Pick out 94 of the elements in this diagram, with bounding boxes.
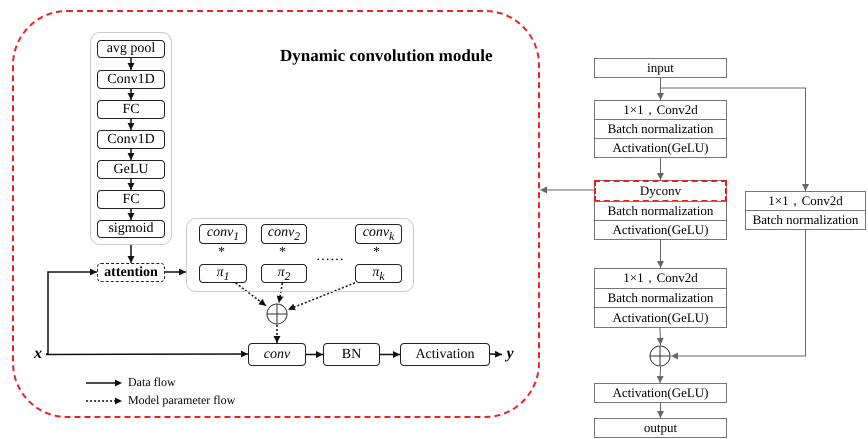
operator-symbol: * — [373, 245, 380, 261]
process-box — [97, 100, 165, 119]
arrow — [165, 268, 186, 276]
arrow — [490, 350, 502, 358]
layer-label: Batch normalization — [746, 210, 865, 229]
summation-symbol — [266, 303, 288, 325]
process-box — [97, 40, 165, 58]
variable-label: x — [30, 343, 46, 365]
process-box — [355, 264, 402, 283]
arrow — [660, 78, 809, 192]
arrow — [670, 230, 806, 360]
highlighted-layer-label: Dyconv — [594, 180, 727, 202]
layer-label: Activation(GeLU) — [595, 138, 726, 157]
arrow — [128, 119, 134, 130]
layer-label: output — [644, 420, 678, 436]
arrow — [46, 268, 97, 355]
process-box — [594, 58, 727, 78]
module-title: Dynamic convolution module — [280, 46, 493, 66]
variable-label: y — [502, 343, 518, 365]
module-frame — [12, 10, 540, 418]
layer-label: sigmoid — [108, 221, 154, 237]
layer-label: BN — [342, 346, 362, 362]
process-box — [594, 383, 727, 403]
group-panel — [90, 32, 172, 245]
layer-label: Batch normalization — [595, 119, 726, 138]
arrow — [128, 179, 134, 190]
summation-symbol — [649, 345, 671, 367]
operator-symbol: * — [279, 245, 286, 261]
layer-label: Activation — [415, 346, 475, 362]
layer-label: input — [647, 60, 674, 76]
arrow — [657, 402, 664, 418]
layer-block — [594, 100, 727, 158]
arrow — [380, 351, 400, 358]
layer-label: π$_{1}$ — [216, 264, 230, 282]
process-box — [97, 70, 165, 89]
dotted-arrow — [235, 282, 266, 306]
layer-label: Conv1D — [107, 132, 155, 148]
layer-label: Conv1D — [107, 72, 155, 88]
layer-label: Batch normalization — [595, 201, 726, 220]
arrow — [128, 149, 134, 160]
arrow — [657, 240, 664, 268]
layer-label: FC — [122, 102, 140, 118]
layer-label: π$_{2}$ — [278, 264, 290, 282]
layer-block — [594, 180, 727, 240]
attention-label: attention — [104, 264, 158, 280]
arrow — [46, 350, 248, 358]
arrow — [128, 89, 134, 100]
operator-symbol: …… — [316, 249, 344, 265]
process-box — [261, 264, 307, 283]
layer-label: conv$_{1}$ — [206, 225, 240, 243]
operator-symbol: * — [218, 245, 225, 261]
process-box — [97, 130, 165, 149]
layer-label: conv$_{2}$ — [268, 225, 300, 243]
arrow — [656, 366, 664, 384]
arrow — [540, 186, 594, 194]
legend-label: Data flow — [128, 375, 176, 390]
arrow — [656, 328, 664, 346]
layer-label: conv — [264, 346, 290, 362]
arrow — [128, 245, 134, 263]
arrow — [128, 209, 134, 220]
layer-label: Activation(GeLU) — [595, 307, 726, 328]
layer-label: π$_{k}$ — [372, 264, 385, 282]
layer-label: 1×1，Conv2d — [622, 101, 699, 119]
dotted-arrow — [288, 282, 356, 310]
layer-label: FC — [122, 192, 140, 208]
process-box — [323, 343, 380, 366]
layer-label: conv$_{k}$ — [362, 225, 394, 243]
process-box — [355, 224, 402, 244]
process-box — [400, 343, 490, 366]
layer-label: GeLU — [114, 162, 148, 178]
dotted-arrow — [276, 282, 284, 304]
layer-label: 1×1，Conv2d — [622, 269, 699, 288]
layer-label: Activation(GeLU) — [595, 220, 726, 239]
process-box — [261, 224, 307, 244]
dotted-arrow — [274, 325, 280, 343]
layer-label: Batch normalization — [595, 288, 726, 308]
process-box — [97, 160, 165, 179]
layer-label: 1×1，Conv2d — [767, 192, 844, 210]
group-panel — [186, 218, 414, 292]
process-box — [199, 264, 247, 283]
arrow — [128, 58, 134, 70]
layer-label: Activation(GeLU) — [612, 385, 709, 401]
arrow — [306, 351, 323, 358]
arrow — [657, 158, 664, 180]
legend-label: Model parameter flow — [128, 393, 236, 408]
attention-box — [97, 263, 165, 282]
process-box — [594, 418, 727, 438]
process-box — [248, 343, 306, 366]
layer-label: avg pool — [106, 41, 156, 57]
process-box — [97, 190, 165, 209]
process-box — [199, 224, 247, 244]
process-box — [97, 220, 165, 238]
layer-block — [745, 191, 866, 230]
layer-block — [594, 268, 727, 328]
